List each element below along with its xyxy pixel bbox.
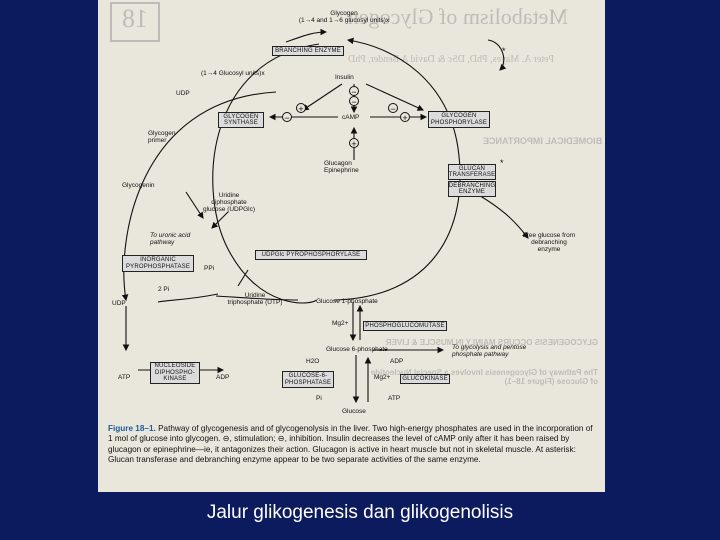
udp-left-label: UDP (112, 300, 126, 307)
udp-glucose-label: Uridine diphosphate glucose (UDPGlc) (202, 192, 255, 214)
glucose-6-phosphatase-box: GLUCOSE-6- PHOSPHATASE (282, 371, 334, 388)
adp-right-label: ADP (390, 358, 404, 365)
glucose-1-phosphate-label: Glucose 1-phosphate (316, 298, 378, 305)
ppi-to-2pi (237, 269, 249, 287)
uronic-acid-label: To uronic acid pathway (150, 232, 191, 247)
inhibition-symbol: − (282, 112, 292, 123)
insulin-to-phosphorylase (365, 83, 425, 111)
insulin-label: Insulin (335, 74, 354, 81)
inhibition-symbol: − (388, 103, 398, 114)
glycogenin-arrow (185, 191, 204, 219)
inhibition-symbol: − (349, 96, 359, 107)
glycogen-synthase-box: GLYCOGEN SYNTHASE (218, 112, 264, 128)
adp-left-label: ADP (216, 374, 230, 381)
camp-label: cAMP (342, 114, 360, 121)
asterisk-mark: * (500, 158, 504, 168)
ppi-label: PPi (204, 265, 215, 272)
utp-to-g1p (215, 295, 299, 301)
inhibition-symbol: − (349, 86, 359, 97)
branching-arrow (285, 28, 328, 43)
udpglc-pyrophosphorylase-box: UDPGlc PYROPHOSPHORYLASE (255, 250, 367, 260)
debranching-free-glucose (469, 189, 529, 239)
glycogenesis-arc (212, 43, 320, 304)
h2o-label: H2O (306, 358, 320, 365)
slide-caption: Jalur glikogenesis dan glikogenolisis (206, 502, 514, 523)
asterisk-mark: * (502, 46, 506, 56)
asterisk-arrow (487, 39, 507, 71)
glycogenolysis-arc (333, 37, 461, 301)
branching-enzyme-box: BRANCHING ENZYME (272, 46, 344, 56)
inorganic-pyrophosphatase-box: INORGANIC PYROPHOSPHATASE (122, 255, 194, 272)
atp-left-label: ATP (118, 374, 131, 381)
atp-right-label: ATP (388, 395, 401, 402)
glycogenin-label: Glycogenin (122, 182, 155, 189)
udp-release-arrow (121, 91, 277, 302)
phosphoglucomutase-box: PHOSPHOGLUCOMUTASE (363, 321, 447, 331)
pi-label: Pi (316, 395, 322, 402)
figure-label: Figure 18–1. (108, 424, 156, 433)
glycolysis-ppp-label: To glycolysis and pentose phosphate path… (452, 344, 527, 359)
mg-label-2: Mg2+ (374, 374, 391, 381)
glucose-6-phosphate-label: Glucose 6-phosphate (326, 346, 388, 353)
glycogen-label: Glycogen (1→4 and 1→6 glucosyl units)x (298, 10, 390, 25)
insulin-to-synthase (302, 83, 343, 111)
mg-label-1: Mg2+ (332, 320, 349, 327)
utp-loop (157, 293, 219, 303)
glucagon-epinephrine-label: Glucagon Epinephrine (324, 160, 359, 175)
debranching-enzyme-box: DEBRANCHING ENZYME (448, 181, 496, 197)
stimulation-symbol: + (296, 103, 306, 114)
udp-top-label: UDP (176, 90, 190, 97)
glycogen-phosphorylase-box: GLYCOGEN PHOSPHORYLASE (428, 111, 490, 128)
glycogen-primer-label: Glycogen primer (148, 130, 176, 145)
udpglc-to-uronic (211, 211, 229, 229)
nucleoside-diphosphokinase-box: NUCLEOSIDE DIPHOSPHO- KINASE (150, 362, 200, 384)
glucan-transferase-box: GLUCAN TRANSFERASE (448, 164, 496, 180)
glucosyl-units-label: (1→4 Glucosyl units)x (201, 70, 265, 77)
utp-label: Uridine triphosphate (UTP) (227, 292, 283, 307)
figure-caption: Figure 18–1. Pathway of glycogenesis and… (108, 424, 598, 466)
stimulation-symbol: + (349, 138, 359, 149)
stimulation-symbol: + (400, 112, 410, 123)
figure-caption-text: Pathway of glycogenesis and of glycogeno… (108, 424, 593, 465)
two-pi-label: 2 Pi (158, 286, 170, 293)
textbook-page-scan: 18 Metabolism of Glycogen Peter A. Mayes… (98, 0, 605, 492)
glucokinase-box: GLUCOKINASE (400, 374, 450, 384)
glucose-label: Glucose (342, 408, 366, 415)
glycogen-pathway-diagram (121, 28, 529, 404)
free-glucose-label: Free glucose from debranching enzyme (522, 232, 576, 254)
